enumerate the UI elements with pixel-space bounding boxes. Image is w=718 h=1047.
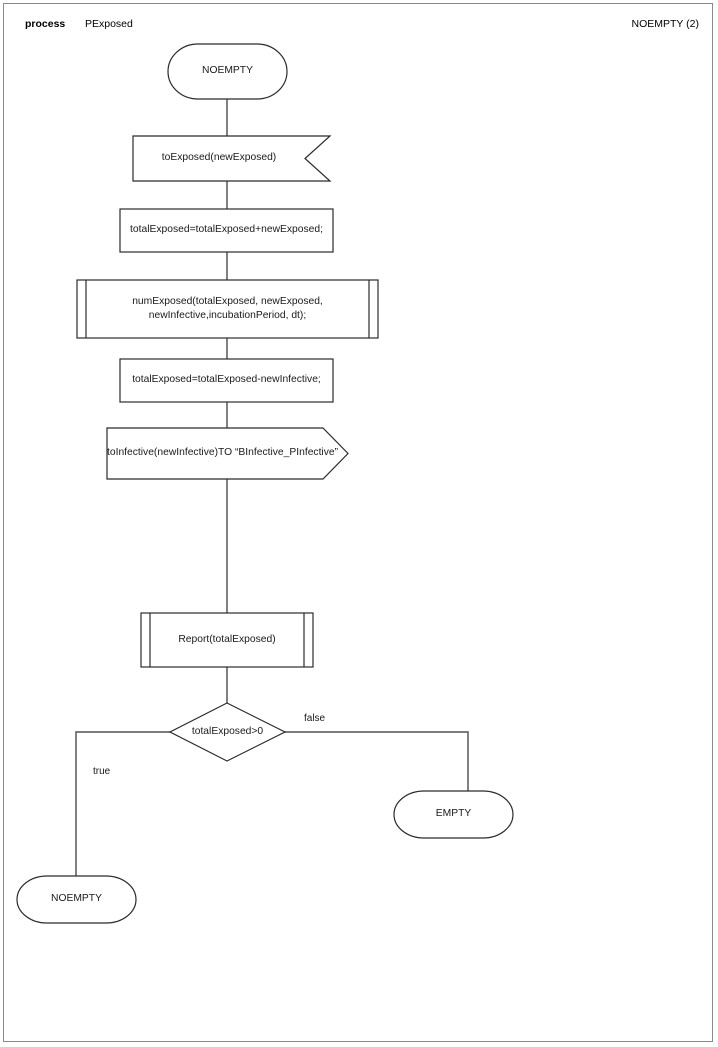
node-process-assign1[interactable]	[119, 208, 334, 253]
node-input-toexposed[interactable]	[132, 135, 332, 182]
node-end-terminal-noempty[interactable]	[16, 875, 137, 924]
node-decision-totalexposed[interactable]	[168, 702, 287, 762]
header-kind-label: process	[25, 18, 66, 30]
node-end-terminal-empty[interactable]	[393, 790, 514, 839]
node-predefined-numexposed[interactable]	[76, 279, 379, 339]
connector-group	[75, 99, 469, 876]
header-process-name: PExposed	[85, 18, 133, 30]
edge-label-true: true	[93, 766, 111, 777]
edge-label-false: false	[304, 713, 326, 724]
node-output-toinfective[interactable]	[106, 427, 349, 480]
connector-decision1-false-to-empty	[285, 731, 469, 791]
header-state-label: NOEMPTY (2)	[631, 18, 699, 30]
connector-decision1-true-to-noempty	[75, 731, 170, 876]
node-process-assign2[interactable]	[119, 358, 334, 403]
node-predefined-report[interactable]	[140, 612, 314, 668]
node-start-terminal[interactable]	[167, 43, 288, 100]
